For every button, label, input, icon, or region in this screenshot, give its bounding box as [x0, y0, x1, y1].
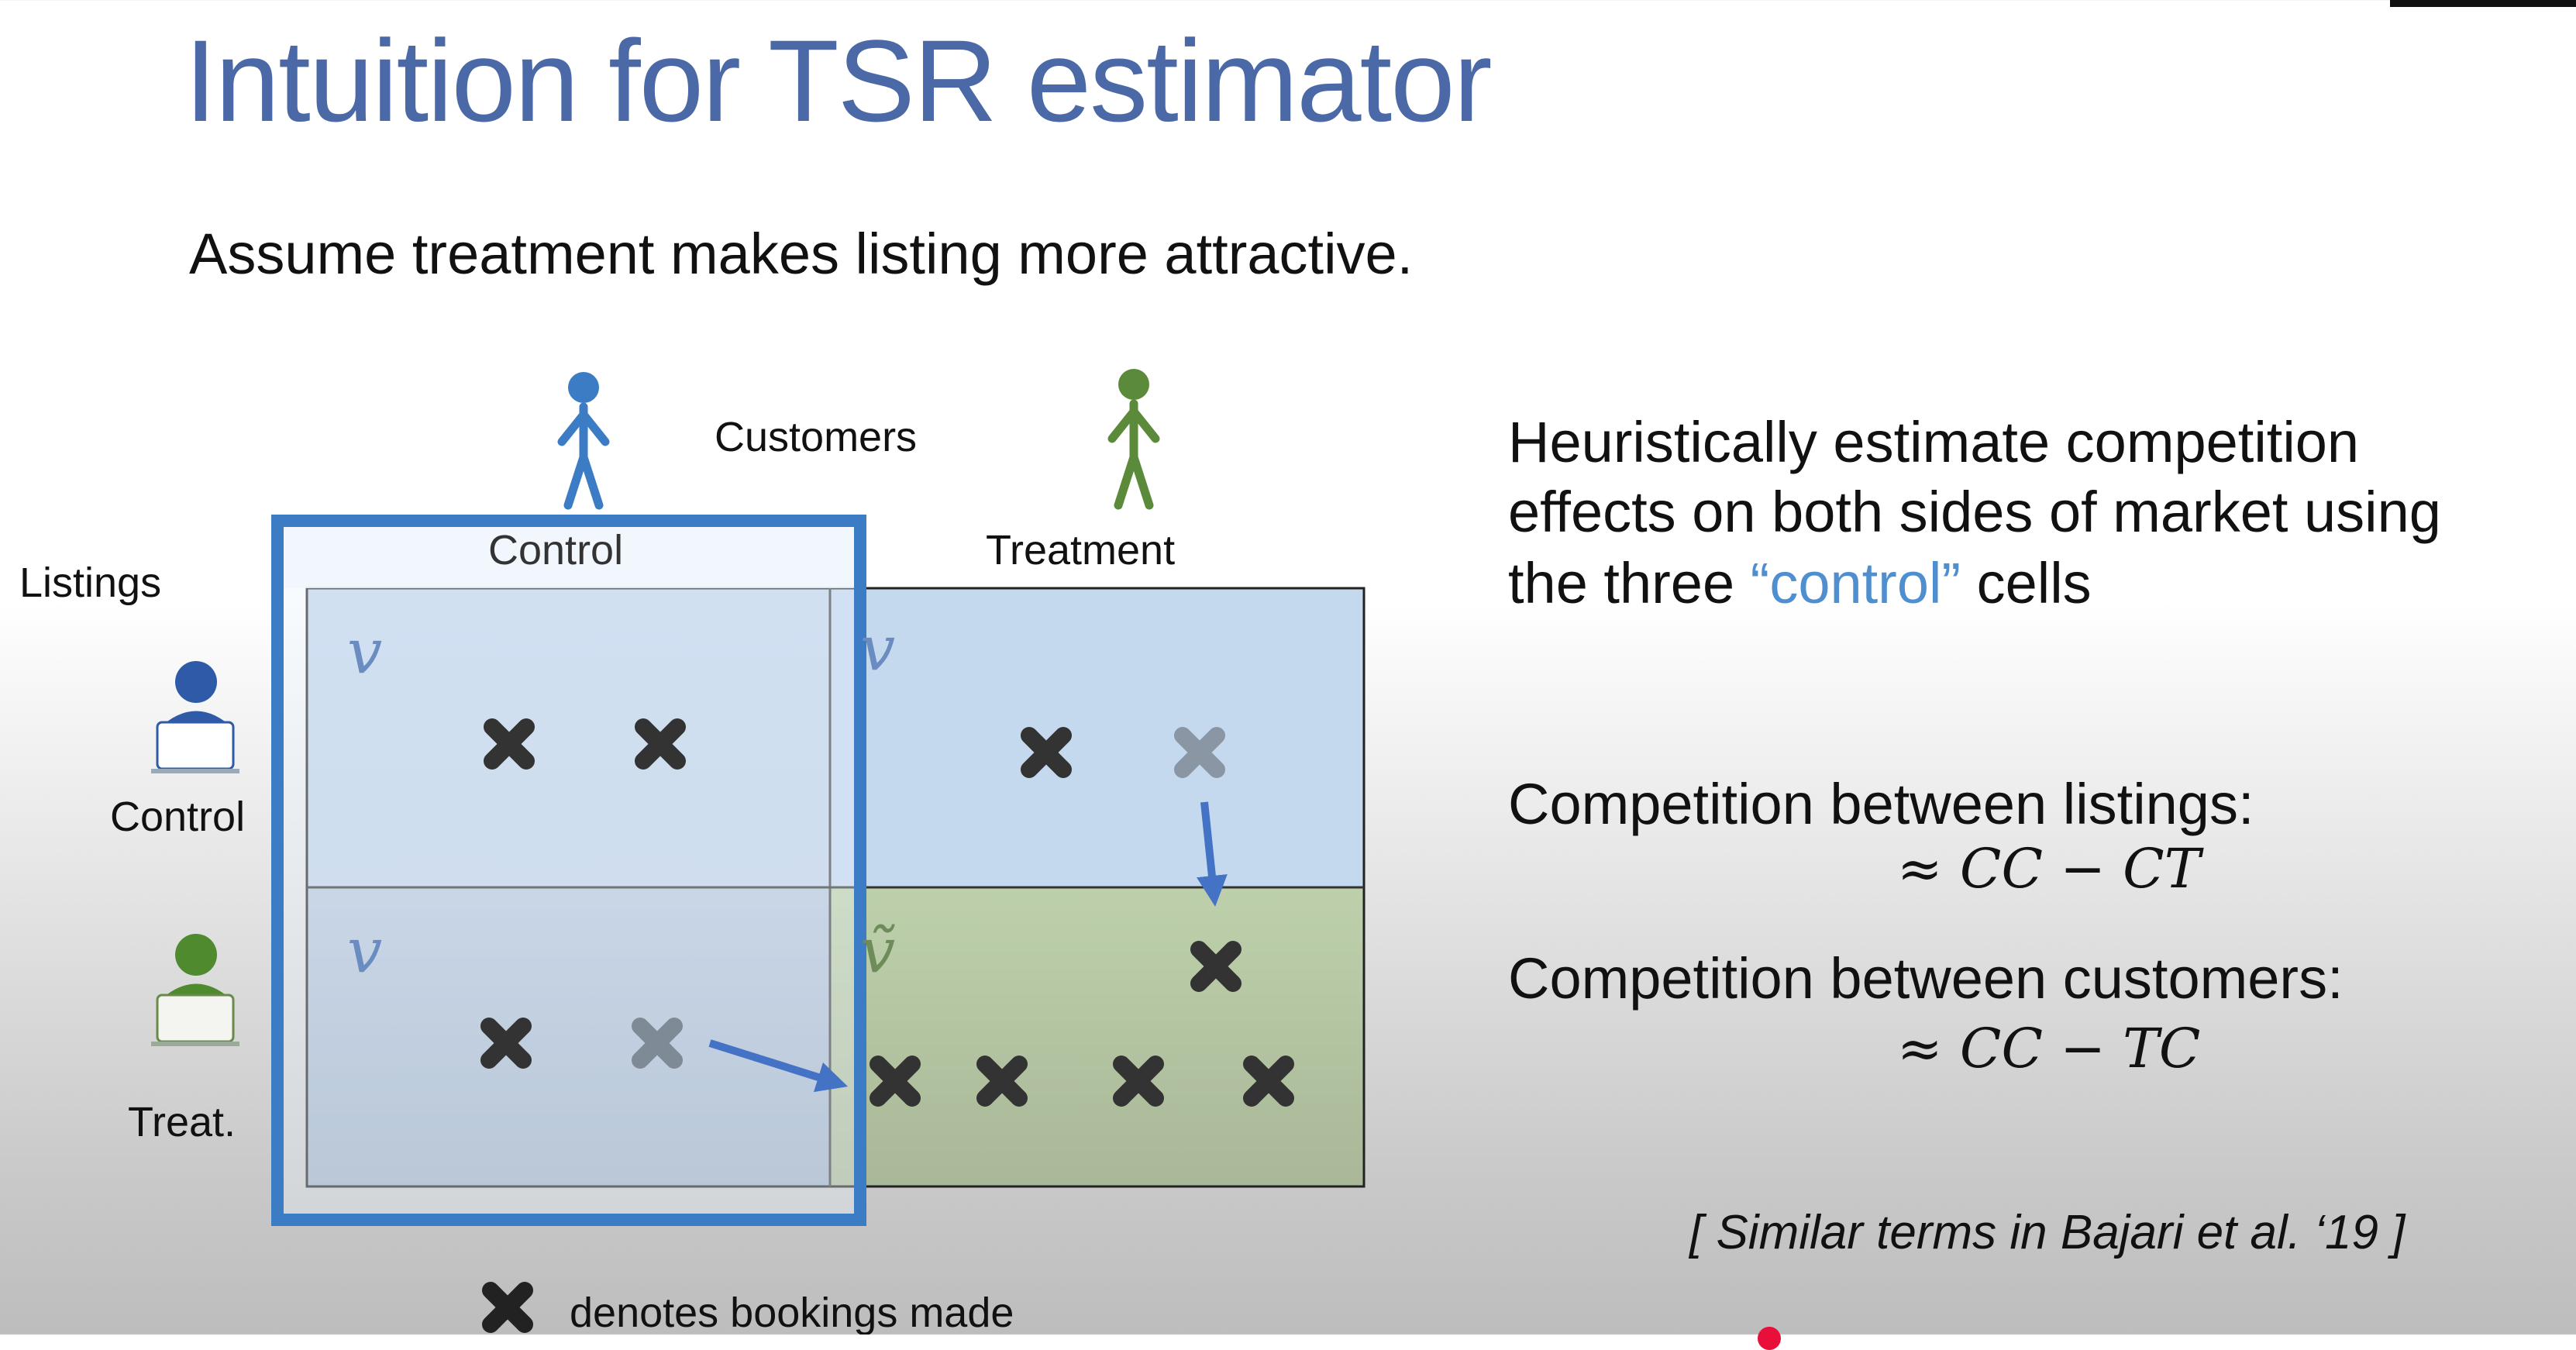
cell-cc [307, 588, 830, 887]
booking-mark [1113, 1056, 1164, 1107]
top-edge-bar [2390, 0, 2576, 7]
customer-control-icon [557, 372, 610, 510]
booking-mark-moved [632, 1018, 683, 1069]
booking-mark [635, 718, 686, 770]
booking-mark [480, 1018, 532, 1069]
listing-control-label: Control [110, 794, 245, 840]
booking-mark-moved [1174, 727, 1225, 778]
slide-subtitle: Assume treatment makes listing more attr… [189, 222, 1414, 286]
cell-tt-value: ṽ [860, 914, 895, 987]
customers-label: Customers [715, 414, 917, 460]
line3-pre: the three [1508, 551, 1751, 615]
legend-booking-mark [482, 1282, 533, 1333]
listing-control-icon [151, 661, 239, 773]
cell-ct [830, 588, 1364, 887]
listings-competition-formula: ≈ CC − CT [1897, 837, 2201, 901]
booking-mark [1021, 727, 1072, 778]
customers-competition-heading: Competition between customers: [1508, 946, 2344, 1011]
cell-tc [307, 887, 830, 1186]
slide-title: Intuition for TSR estimator [184, 15, 1493, 146]
arrow-right-icon [708, 1039, 849, 1093]
control-column-highlight [271, 515, 866, 1226]
customer-treatment-label: Treatment [986, 527, 1175, 573]
pointer-dot [1758, 1327, 1781, 1350]
booking-mark [484, 718, 535, 770]
citation: [ Similar terms in Bajari et al. ‘19 ] [1689, 1206, 2406, 1259]
listing-treatment-label: Treat. [128, 1099, 236, 1145]
cell-cc-value: v [347, 615, 382, 687]
customer-control-label: Control [488, 527, 623, 573]
listings-label: Listings [19, 560, 161, 606]
control-highlight: “control” [1750, 551, 1961, 615]
cell-tt [830, 887, 1364, 1186]
customer-treatment-icon [1107, 369, 1160, 510]
arrow-down-icon [1197, 801, 1228, 907]
heuristic-line-1: Heuristically estimate competition [1508, 410, 2360, 474]
booking-mark [870, 1056, 921, 1107]
booking-mark [1243, 1056, 1294, 1107]
line3-post: cells [1961, 551, 2092, 615]
booking-mark [976, 1056, 1028, 1107]
listing-treatment-icon [151, 934, 239, 1046]
cell-tc-value: v [347, 914, 382, 987]
heuristic-line-3: the three “control” cells [1508, 550, 2092, 616]
legend-text: denotes bookings made [570, 1290, 1014, 1335]
cell-ct-value: v [860, 612, 895, 684]
customers-competition-formula: ≈ CC − TC [1897, 1017, 2201, 1080]
booking-mark [1190, 941, 1242, 992]
heuristic-line-2: effects on both sides of market using [1508, 480, 2441, 544]
listings-competition-heading: Competition between listings: [1508, 772, 2254, 836]
